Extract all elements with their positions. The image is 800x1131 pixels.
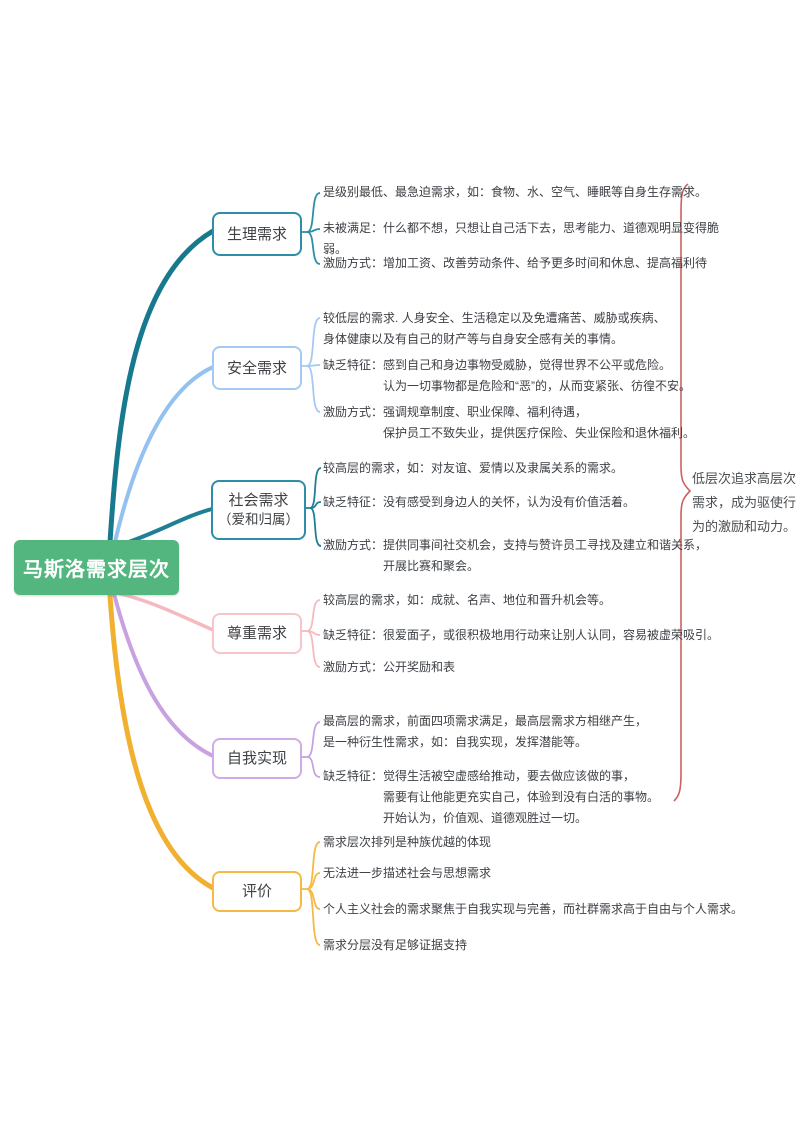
branch-node-evaluation[interactable]: 评价 [212, 871, 302, 912]
detail-line: 较高层的需求，如：成就、名声、地位和晋升机会等。 [323, 593, 612, 607]
detail-topic[interactable]: 需求分层没有足够证据支持 [323, 935, 467, 956]
detail-topic[interactable]: 缺乏特征：感到自己和身边事物受威胁，觉得世界不公平或危险。 认为一切事物都是危险… [323, 355, 691, 397]
branch-curve-esteem [115, 591, 215, 632]
detail-line: 激励方式：增加工资、改善劳动条件、给予更多时间和休息、提高福利待 [323, 256, 708, 270]
detail-line: 激励方式：强调规章制度、职业保障、福利待遇， [323, 405, 588, 419]
branch-curve-evaluation [107, 593, 216, 891]
detail-topic[interactable]: 最高层的需求，前面四项需求满足，最高层需求方相继产生， 是一种衍生性需求，如：自… [323, 711, 647, 753]
detail-line: 需求层次排列是种族优越的体现 [323, 835, 492, 849]
branch-node-social[interactable]: 社会需求 （爱和归属） [211, 480, 306, 540]
detail-topic[interactable]: 缺乏特征：很爱面子，或很积极地用行动来让别人认同，容易被虚荣吸引。 [323, 625, 719, 646]
detail-line: 弱。 [323, 242, 348, 256]
detail-line: 缺乏特征：没有感受到身边人的关怀，认为没有价值活着。 [323, 495, 636, 509]
summary-brace [673, 183, 692, 802]
detail-line: 较高层的需求，如：对友谊、爱情以及隶属关系的需求。 [323, 461, 624, 475]
detail-topic[interactable]: 激励方式：公开奖励和表 [323, 657, 455, 678]
detail-line: 开展比赛和聚会。 [323, 559, 480, 573]
detail-line: 是级别最低、最急迫需求，如：食物、水、空气、睡眠等自身生存需求。 [323, 185, 708, 199]
detail-topic[interactable]: 激励方式：强调规章制度、职业保障、福利待遇， 保护员工不致失业，提供医疗保险、失… [323, 402, 695, 444]
detail-line: 缺乏特征：觉得生活被空虚感给推动，要去做应该做的事， [323, 769, 636, 783]
branch-sublabel: （爱和归属） [218, 512, 299, 527]
branch-node-safety[interactable]: 安全需求 [212, 346, 302, 390]
branch-label: 自我实现 [226, 750, 287, 767]
branch-curve-safety [113, 365, 215, 544]
branch-label: 评价 [241, 883, 272, 900]
branch-label: 安全需求 [226, 359, 287, 377]
detail-line: 缺乏特征：感到自己和身边事物受威胁，觉得世界不公平或危险。 [323, 358, 672, 372]
branch-node-self-actualization[interactable]: 自我实现 [212, 738, 302, 779]
detail-topic[interactable]: 个人主义社会的需求聚焦于自我实现与完善，而社群需求高于自由与个人需求。 [323, 899, 743, 920]
detail-line: 未被满足：什么都不想，只想让自己活下去，思考能力、道德观明显变得脆 [323, 221, 720, 235]
detail-line: 是一种衍生性需求，如：自我实现，发挥潜能等。 [323, 735, 588, 749]
detail-line: 无法进一步描述社会与思想需求 [323, 866, 492, 880]
detail-topic[interactable]: 未被满足：什么都不想，只想让自己活下去，思考能力、道德观明显变得脆 弱。 [323, 218, 719, 260]
detail-line: 开始认为，价值观、道德观胜过一切。 [323, 811, 588, 825]
detail-line: 激励方式：公开奖励和表 [323, 660, 456, 674]
detail-line: 需求分层没有足够证据支持 [323, 938, 468, 952]
detail-line: 激励方式：提供同事间社交机会，支持与赞许员工寻找及建立和谐关系， [323, 538, 708, 552]
detail-topic[interactable]: 较低层的需求. 人身安全、生活稳定以及免遭痛苦、威胁或疾病、 身体健康以及有自己… [323, 308, 666, 350]
detail-line: 认为一切事物都是危险和“恶”的，从而变紧张、彷徨不安。 [323, 379, 691, 393]
branch-curve-physiological [107, 228, 216, 545]
detail-line: 身体健康以及有自己的财产等与自身安全感有关的事情。 [323, 332, 624, 346]
summary-note[interactable]: 低层次追求高层次需求，成为驱使行为的激励和动力。 [692, 471, 797, 534]
detail-line: 缺乏特征：很爱面子，或很积极地用行动来让别人认同，容易被虚荣吸引。 [323, 628, 720, 642]
branch-node-physiological[interactable]: 生理需求 [212, 212, 302, 256]
detail-topic[interactable]: 激励方式：提供同事间社交机会，支持与赞许员工寻找及建立和谐关系， 开展比赛和聚会… [323, 535, 707, 577]
detail-line: 最高层的需求，前面四项需求满足，最高层需求方相继产生， [323, 714, 648, 728]
branch-node-esteem[interactable]: 尊重需求 [212, 613, 302, 654]
detail-topic[interactable]: 缺乏特征：没有感受到身边人的关怀，认为没有价值活着。 [323, 492, 635, 513]
detail-topic[interactable]: 需求层次排列是种族优越的体现 [323, 832, 491, 853]
detail-topic[interactable]: 无法进一步描述社会与思想需求 [323, 863, 491, 884]
detail-topic[interactable]: 是级别最低、最急迫需求，如：食物、水、空气、睡眠等自身生存需求。 [323, 182, 707, 203]
detail-topic[interactable]: 激励方式：增加工资、改善劳动条件、给予更多时间和休息、提高福利待 [323, 253, 707, 274]
detail-line: 保护员工不致失业，提供医疗保险、失业保险和退休福利。 [323, 426, 696, 440]
branch-label: 社会需求 [228, 492, 289, 509]
branch-label: 生理需求 [226, 225, 287, 243]
detail-topic[interactable]: 缺乏特征：觉得生活被空虚感给推动，要去做应该做的事， 需要有让他能更充实自己，体… [323, 766, 659, 829]
detail-line: 较低层的需求. 人身安全、生活稳定以及免遭痛苦、威胁或疾病、 [323, 311, 666, 325]
branch-curve-self-actualization [112, 592, 215, 758]
detail-topic[interactable]: 较高层的需求，如：成就、名声、地位和晋升机会等。 [323, 590, 611, 611]
branch-label: 尊重需求 [226, 625, 287, 642]
detail-topic[interactable]: 较高层的需求，如：对友谊、爱情以及隶属关系的需求。 [323, 458, 623, 479]
central-topic[interactable]: 马斯洛需求层次 [14, 540, 179, 595]
detail-line: 个人主义社会的需求聚焦于自我实现与完善，而社群需求高于自由与个人需求。 [323, 902, 744, 916]
detail-line: 需要有让他能更充实自己，体验到没有白活的事物。 [323, 790, 660, 804]
